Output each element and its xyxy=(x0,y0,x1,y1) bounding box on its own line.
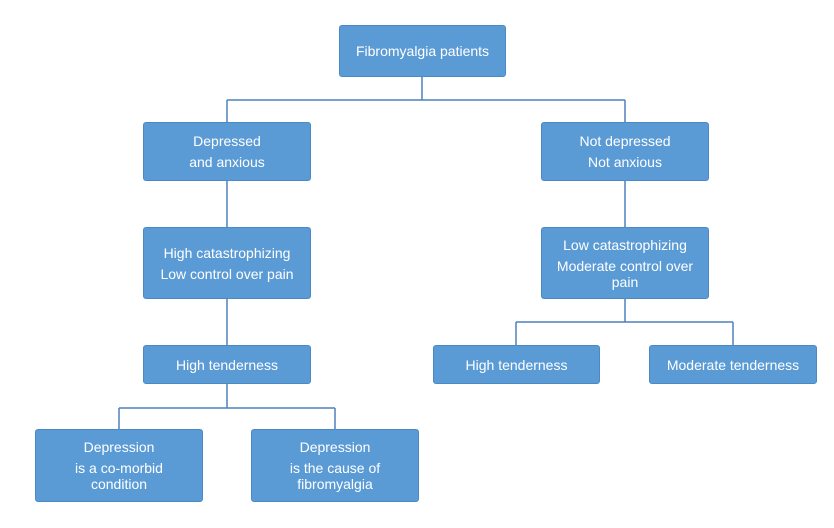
left-level1-line1: Depressed xyxy=(193,133,261,149)
left-outcome-b-line3: fibromyalgia xyxy=(297,476,373,492)
right-level2-line2: Moderate control over xyxy=(556,257,694,274)
right-level1-node: Not depressed Not anxious xyxy=(541,122,709,181)
left-outcome-a-line3: condition xyxy=(90,476,148,492)
left-outcome-a-line1: Depression xyxy=(83,439,155,455)
left-level1-node: Depressed and anxious xyxy=(143,122,311,181)
right-level1-line1: Not depressed xyxy=(579,133,671,149)
right-level2-node: Low catastrophizing Moderate control ove… xyxy=(541,227,709,299)
left-outcome-a-line2: is a co-morbid xyxy=(75,460,163,476)
left-level2-line1: High catastrophizing xyxy=(163,244,291,261)
right-level2-line1: Low catastrophizing xyxy=(563,236,687,253)
right-outcome-b-text: Moderate tenderness xyxy=(666,356,800,373)
left-level1-line2: and anxious xyxy=(189,154,265,170)
root-node: Fibromyalgia patients xyxy=(339,25,506,77)
left-level2-node: High catastrophizing Low control over pa… xyxy=(143,227,311,299)
left-outcome-b-line1: Depression xyxy=(299,439,371,455)
right-outcome-b-node: Moderate tenderness xyxy=(649,345,817,384)
right-level1-line2: Not anxious xyxy=(588,154,662,170)
left-outcome-b-line2: is the cause of xyxy=(289,460,381,476)
left-outcome-b-node: Depression is the cause of fibromyalgia xyxy=(251,429,419,502)
right-outcome-a-node: High tenderness xyxy=(433,345,600,384)
left-level3-text: High tenderness xyxy=(176,356,278,373)
root-node-text: Fibromyalgia patients xyxy=(355,43,490,59)
left-level2-line2: Low control over pain xyxy=(160,265,294,282)
left-outcome-a-node: Depression is a co-morbid condition xyxy=(35,429,203,502)
left-level3-node: High tenderness xyxy=(143,345,311,384)
right-level2-line3: pain xyxy=(611,273,639,290)
right-outcome-a-text: High tenderness xyxy=(465,356,568,373)
